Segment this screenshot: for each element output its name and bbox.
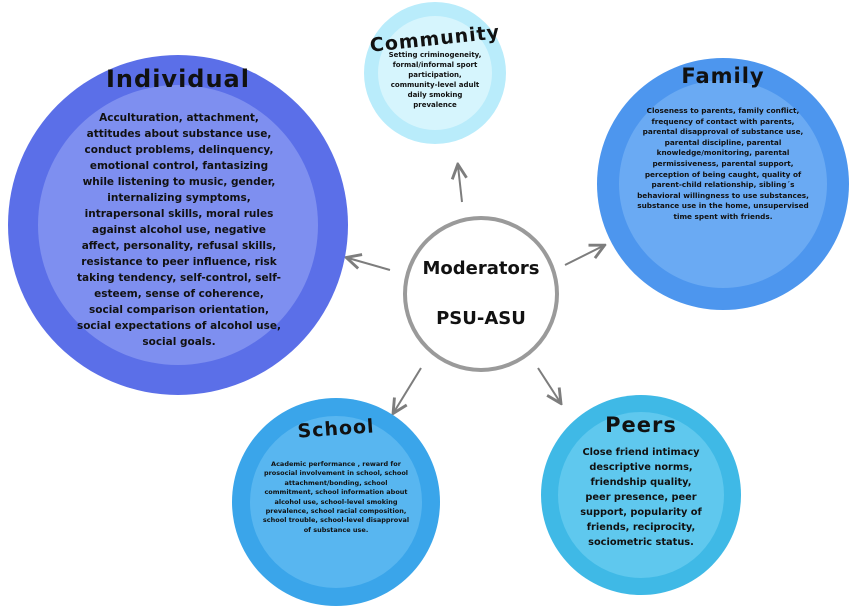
- peers-circle: Peers Close friend intimacy descriptive …: [541, 395, 741, 595]
- individual-title: Individual: [106, 65, 250, 93]
- family-text: Closeness to parents, family conflict, f…: [637, 106, 809, 221]
- individual-text: Acculturation, attachment, attitudes abo…: [76, 112, 282, 348]
- arrow-to-individual: [348, 258, 391, 271]
- moderators-circle: Moderators PSU-ASU: [403, 216, 559, 372]
- individual-inner-circle: [38, 85, 318, 365]
- school-text: Academic performance , reward for prosoc…: [262, 460, 410, 534]
- individual-circle: Individual Acculturation, attachment, at…: [8, 55, 348, 395]
- community-circle: Community Setting criminogeneity, formal…: [364, 2, 506, 144]
- peers-inner-circle: [558, 412, 724, 578]
- moderators-label: Moderators: [422, 258, 540, 279]
- family-title: Family: [681, 64, 765, 88]
- school-inner-circle: [250, 416, 422, 588]
- arrow-to-school: [394, 367, 422, 412]
- family-circle: Family Closeness to parents, family conf…: [597, 58, 849, 310]
- family-inner-circle: [619, 80, 827, 288]
- psu-asu-label: PSU-ASU: [436, 308, 526, 329]
- school-circle: School Academic performance , reward for…: [232, 398, 440, 606]
- community-inner-circle: [378, 16, 492, 130]
- peers-text: Close friend intimacy descriptive norms,…: [580, 447, 702, 548]
- peers-title: Peers: [605, 413, 677, 437]
- arrow-to-family: [564, 246, 603, 266]
- arrow-to-peers: [537, 367, 560, 402]
- arrow-to-community: [458, 166, 462, 203]
- community-text: Setting criminogeneity, formal/informal …: [388, 51, 482, 109]
